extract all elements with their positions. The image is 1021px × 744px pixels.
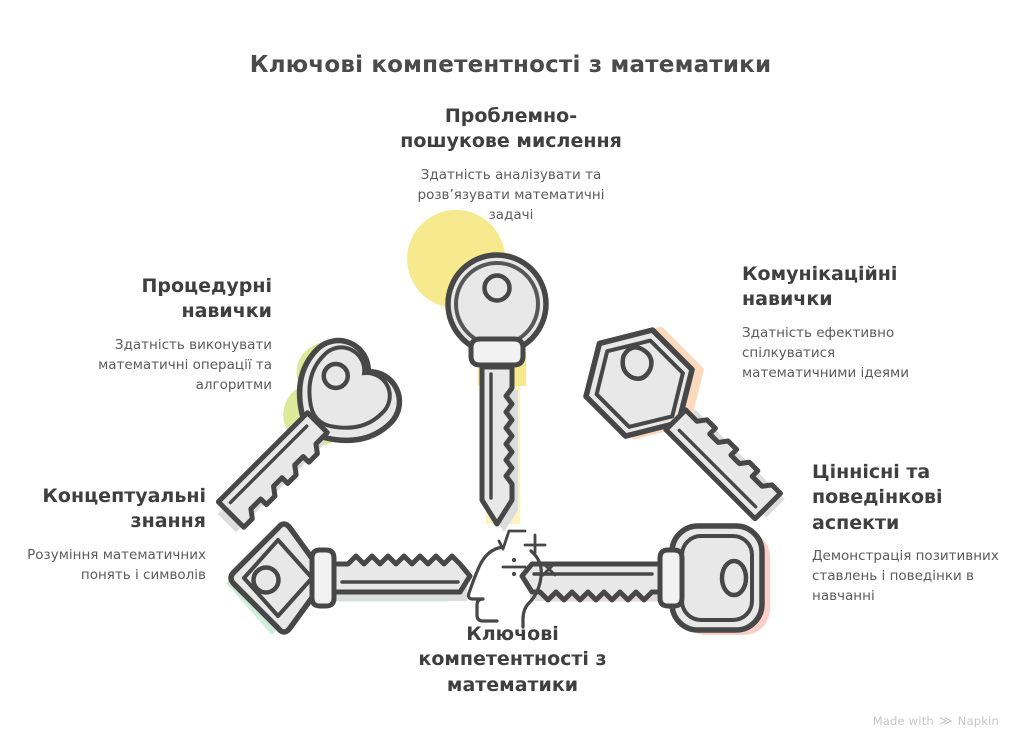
- key-diamond-icon[interactable]: [226, 521, 473, 635]
- node-label-values-behaviour: Ціннісні та поведінкові аспекти Демонстр…: [812, 460, 1008, 607]
- key-clover-icon[interactable]: [180, 323, 412, 555]
- node-description-conceptual-knowledge: Розуміння математичних понять і символів: [27, 546, 206, 583]
- node-heading-conceptual-knowledge: Концептуальні знання: [42, 485, 206, 533]
- node-label-problem-solving: Проблемно-пошукове мислення Здатність ан…: [400, 104, 622, 226]
- node-label-conceptual-knowledge: Концептуальні знання Розуміння математич…: [20, 484, 206, 586]
- center-caption: Ключові компетентності з математики: [418, 623, 607, 696]
- page-title: Ключові компетентності з математики: [249, 52, 772, 78]
- node-description-communication-skills: Здатність ефективно спілкуватися математ…: [742, 324, 910, 381]
- node-heading-values-behaviour: Ціннісні та поведінкові аспекти: [812, 461, 943, 534]
- node-label-communication-skills: Комунікаційні навички Здатність ефективн…: [742, 262, 952, 384]
- watermark-brand: Napkin: [957, 714, 999, 728]
- node-description-procedural-skills: Здатність виконувати математичні операці…: [98, 336, 272, 393]
- watermark-prefix: Made with: [872, 714, 934, 728]
- node-description-values-behaviour: Демонстрація позитивних ставлень і повед…: [812, 548, 999, 605]
- key-rounded-rect-icon[interactable]: [519, 523, 770, 635]
- node-heading-procedural-skills: Процедурні навички: [141, 275, 273, 323]
- node-heading-communication-skills: Комунікаційні навички: [742, 263, 898, 311]
- napkin-watermark: Made with ≫ Napkin: [873, 714, 999, 728]
- node-description-problem-solving: Здатність аналізувати та розв’язувати ма…: [417, 166, 605, 223]
- key-round-icon[interactable]: [407, 210, 549, 532]
- key-hexagon-icon[interactable]: [566, 304, 809, 547]
- node-label-procedural-skills: Процедурні навички Здатність виконувати …: [72, 274, 272, 396]
- node-heading-problem-solving: Проблемно-пошукове мислення: [400, 105, 622, 153]
- napkin-logo-icon: ≫: [938, 713, 953, 729]
